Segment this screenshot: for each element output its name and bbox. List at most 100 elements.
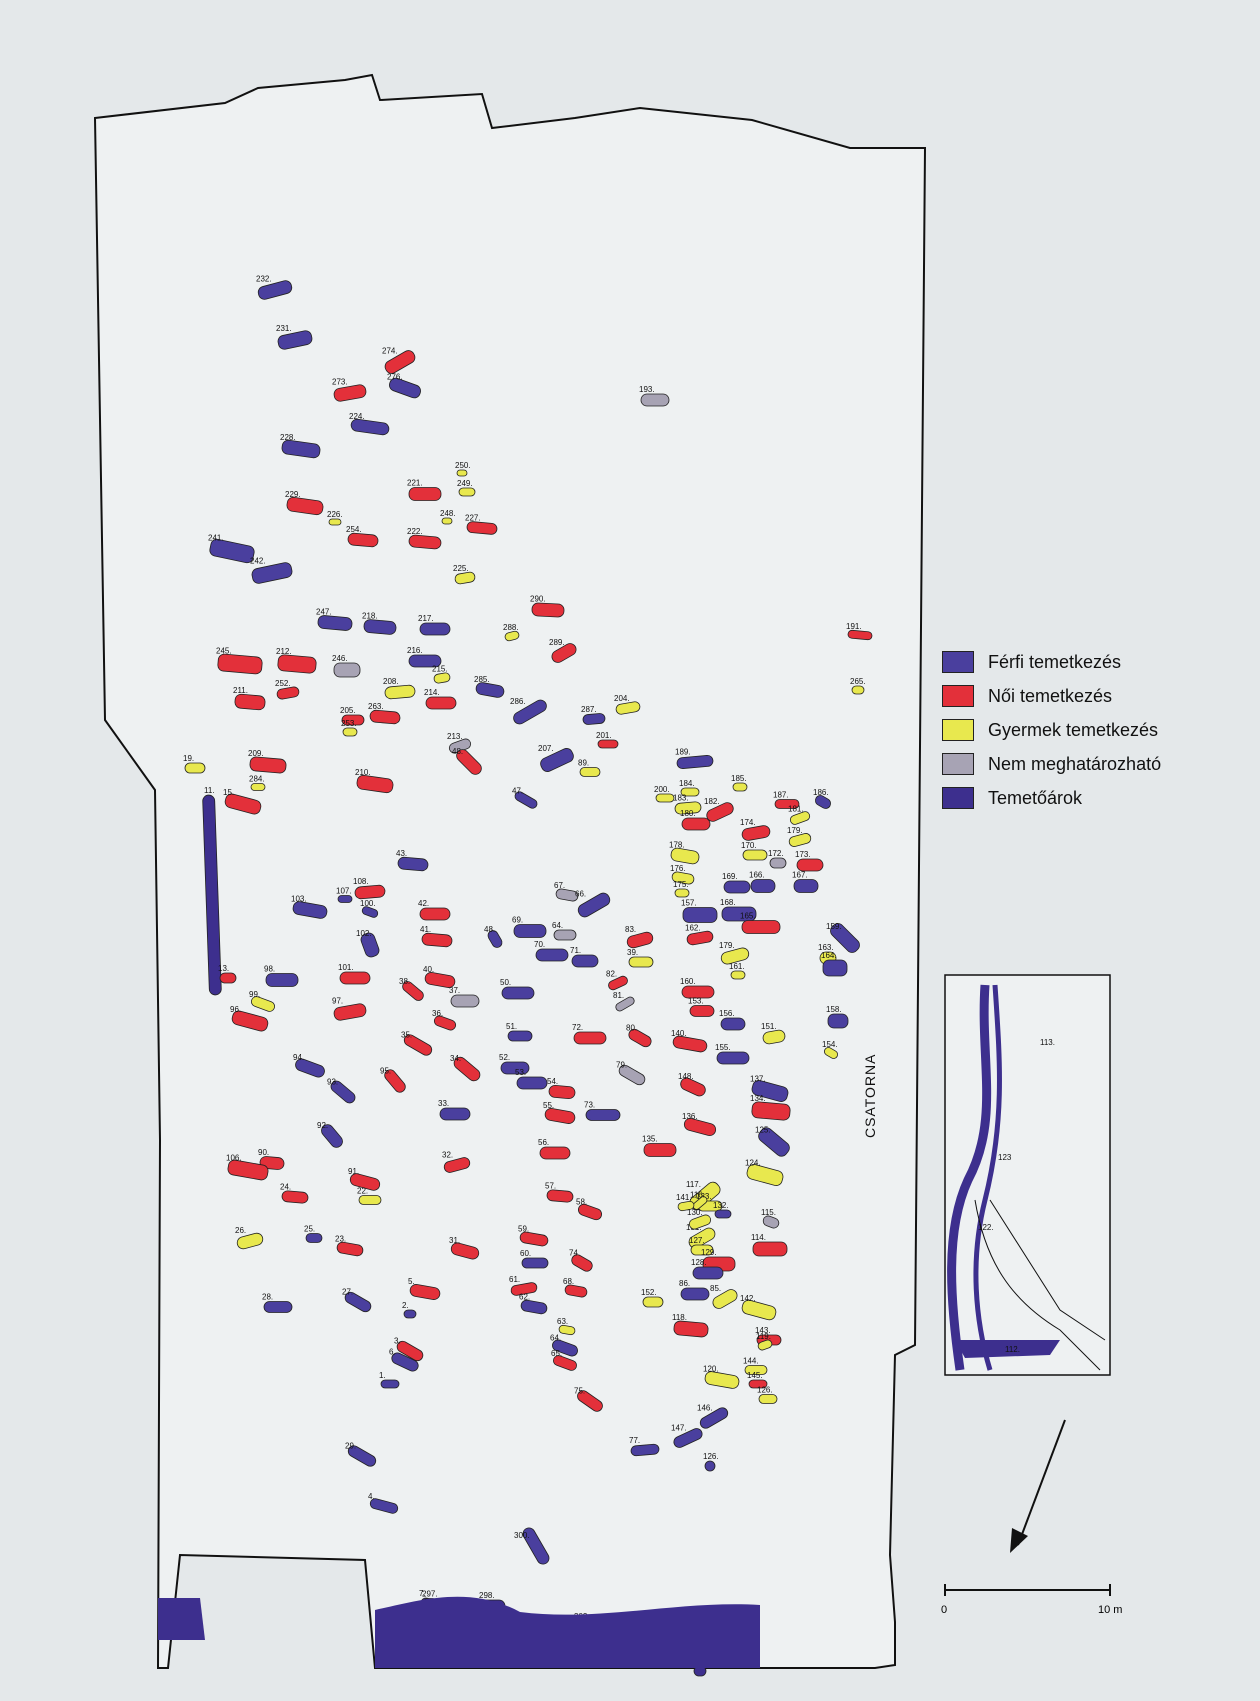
grave-number: 69.: [512, 916, 523, 925]
grave-male: [321, 1124, 343, 1148]
grave-number: 144.: [743, 1357, 759, 1366]
grave-undetermined: [450, 994, 480, 1008]
grave-female: [231, 1010, 269, 1032]
grave-male: [380, 1379, 400, 1389]
grave-male: [535, 948, 569, 962]
inset-label-122: 122.: [978, 1223, 994, 1232]
grave-number: 136.: [682, 1112, 698, 1121]
grave-female: [577, 1203, 603, 1221]
grave-female: [277, 654, 317, 674]
grave-number: 201.: [596, 731, 612, 740]
grave-female: [686, 930, 714, 946]
grave-female: [741, 825, 771, 841]
grave-number: 168.: [720, 898, 736, 907]
grave-number: 100.: [360, 899, 376, 908]
grave-female: [339, 971, 371, 985]
grave-number: 134.: [750, 1094, 766, 1103]
grave-child: [732, 782, 748, 792]
grave-female: [276, 686, 300, 700]
grave-child: [758, 1394, 778, 1404]
grave-number: 101.: [338, 963, 354, 972]
grave-number: 125.: [755, 1126, 771, 1135]
grave-number: 157.: [681, 899, 697, 908]
grave-number: 22.: [357, 1187, 368, 1196]
graves-layer: 232.231.274.273.276.224.228.250.249.229.…: [165, 275, 873, 1677]
grave-male: [281, 439, 321, 459]
grave-number: 158.: [826, 1005, 842, 1014]
grave-female: [519, 1231, 549, 1247]
grave-number: 97.: [332, 997, 343, 1006]
grave-number: 169.: [722, 872, 738, 881]
grave-child: [742, 849, 768, 861]
grave-male: [350, 418, 390, 436]
grave-female: [224, 793, 262, 815]
grave-male: [514, 791, 538, 809]
grave-number: 90.: [258, 1148, 269, 1157]
grave-female: [333, 1003, 367, 1021]
grave-number: 286.: [510, 697, 526, 706]
legend-item-child: Gyermek temetkezés: [942, 713, 1242, 747]
grave-female: [643, 1143, 677, 1157]
grave-number: 66.: [575, 890, 586, 899]
grave-number: 247.: [316, 608, 332, 617]
grave-female: [443, 1157, 471, 1173]
grave-male: [673, 1428, 703, 1448]
grave-female: [706, 802, 734, 822]
grave-number: 70.: [534, 940, 545, 949]
grave-number: 48.: [452, 747, 463, 756]
grave-number: 67.: [554, 881, 565, 890]
grave-female: [227, 1159, 269, 1181]
grave-female: [741, 920, 781, 934]
grave-number: 32.: [442, 1151, 453, 1160]
grave-number: 2.: [402, 1301, 409, 1310]
grave-number: 208.: [383, 677, 399, 686]
ditches-layer: [158, 1596, 760, 1668]
grave-number: 55.: [543, 1101, 554, 1110]
grave-ditch: [202, 794, 222, 996]
grave-number: 31.: [449, 1236, 460, 1245]
grave-number: 39.: [627, 948, 638, 957]
legend-label: Nem meghatározható: [988, 753, 1162, 774]
grave-number: 179.: [787, 826, 803, 835]
grave-number: 41.: [420, 925, 431, 934]
grave-child: [720, 947, 750, 965]
grave-male: [369, 1498, 399, 1514]
grave-male: [391, 1352, 419, 1372]
grave-number: 93.: [327, 1078, 338, 1087]
grave-number: 175.: [673, 880, 689, 889]
grave-female: [774, 799, 800, 809]
grave-male: [501, 986, 535, 1000]
grave-female: [573, 1031, 607, 1045]
grave-female: [341, 714, 365, 726]
grave-number: 242.: [250, 557, 266, 566]
grave-number: 147.: [671, 1424, 687, 1433]
grave-number: 58.: [576, 1198, 587, 1207]
grave-number: 245.: [216, 647, 232, 656]
grave-number: 274.: [382, 347, 398, 356]
inset-label-113: 113.: [1040, 1038, 1055, 1047]
grave-number: 52.: [499, 1053, 510, 1062]
grave-child: [762, 1029, 786, 1045]
grave-number: 83.: [625, 925, 636, 934]
grave-male: [714, 1209, 732, 1219]
legend-label: Gyermek temetkezés: [988, 719, 1159, 740]
grave-child: [789, 811, 811, 825]
grave-number: 13.: [218, 964, 229, 973]
grave-male: [305, 1233, 323, 1243]
grave-number: 176.: [670, 864, 686, 873]
grave-female: [672, 1035, 708, 1053]
grave-number: 161.: [729, 962, 745, 971]
grave-male: [571, 954, 599, 968]
grave-number: 79.: [616, 1061, 627, 1070]
grave-male: [347, 1445, 377, 1467]
grave-number: 140.: [671, 1029, 687, 1038]
grave-number: 64.: [550, 1334, 561, 1343]
grave-number: 207.: [538, 744, 554, 753]
grave-number: 225.: [453, 564, 469, 573]
grave-undetermined: [333, 662, 361, 678]
grave-female: [847, 629, 873, 641]
grave-number: 232.: [256, 275, 272, 284]
grave-number: 1.: [379, 1371, 386, 1380]
legend-item-ditch: Temetőárok: [942, 781, 1242, 815]
grave-child: [744, 1365, 768, 1375]
